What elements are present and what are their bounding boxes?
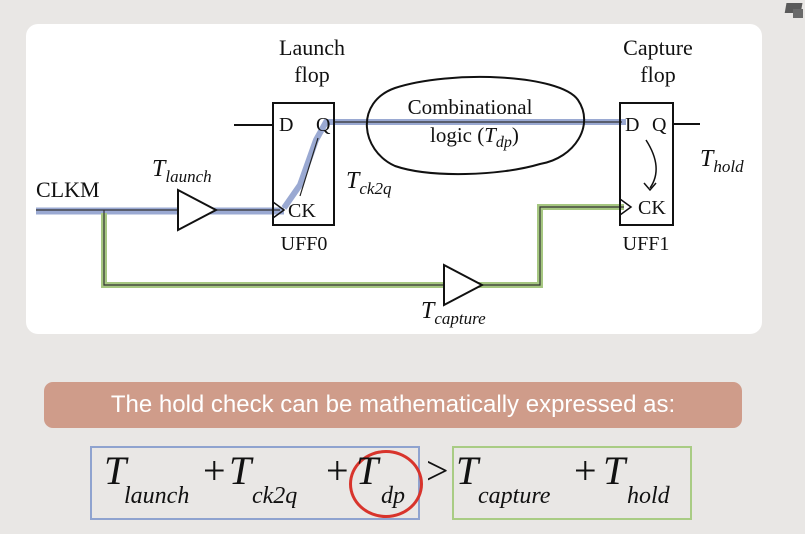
launch-buffer — [177, 188, 219, 232]
eq-plus-1: + — [203, 448, 226, 493]
uff1-name: UFF1 — [623, 233, 670, 255]
data-required-box — [452, 446, 692, 520]
uff0-q-pin: Q — [316, 114, 331, 136]
eq-greater-than: > — [426, 448, 449, 493]
eq-capture-sub: capture — [478, 483, 551, 509]
eq-dp-sub: dp — [381, 483, 405, 509]
uff1-q-pin: Q — [652, 114, 667, 136]
t-hold-label: Thold — [700, 146, 744, 176]
ck2q-arc — [299, 137, 319, 197]
t-launch-label: Tlaunch — [152, 156, 212, 186]
hold-check-banner: The hold check can be mathematically exp… — [44, 382, 742, 428]
hold-arc — [645, 139, 657, 189]
eq-launch-sub: launch — [124, 483, 190, 509]
capture-flop-title-2: flop — [640, 62, 675, 87]
eq-plus-3: + — [574, 448, 597, 493]
uff0-name: UFF0 — [281, 233, 328, 255]
capture-wire — [103, 206, 624, 286]
eq-t-hold: T — [603, 448, 626, 493]
clock-label: CLKM — [36, 177, 100, 202]
slide-corner-icon — [784, 3, 803, 18]
capture-flop-title: Capture — [623, 35, 693, 60]
combinational-label-2: logic (Tdp) — [430, 123, 519, 151]
eq-t-launch: T — [104, 448, 127, 493]
t-ck2q-label: Tck2q — [346, 168, 392, 198]
hold-arrowhead — [643, 182, 657, 192]
eq-t-ck2q: T — [229, 448, 252, 493]
eq-t-dp: T — [356, 448, 379, 493]
eq-hold-sub: hold — [627, 483, 670, 509]
uff1-ck-pin: CK — [638, 197, 666, 219]
eq-plus-2: + — [326, 448, 349, 493]
clk-to-q-path — [281, 119, 338, 210]
uff1-box — [619, 102, 674, 226]
eq-ck2q-sub: ck2q — [252, 483, 298, 509]
combinational-label: Combinational — [408, 95, 533, 119]
t-capture-label: Tcapture — [421, 298, 486, 328]
tdp-highlight-circle — [349, 450, 423, 518]
uff1-d-pin: D — [625, 114, 639, 136]
launch-flop-title: Launch — [279, 35, 345, 60]
uff0-ck-pin: CK — [288, 200, 316, 222]
uff1-clock-notch — [619, 198, 633, 216]
eq-t-capture: T — [456, 448, 479, 493]
launch-flop-title-2: flop — [294, 62, 329, 87]
capture-buffer — [443, 263, 485, 307]
uff0-d-pin: D — [279, 114, 293, 136]
uff0-box — [272, 102, 335, 226]
combinational-cloud — [365, 75, 586, 176]
uff0-clock-notch — [272, 201, 286, 219]
